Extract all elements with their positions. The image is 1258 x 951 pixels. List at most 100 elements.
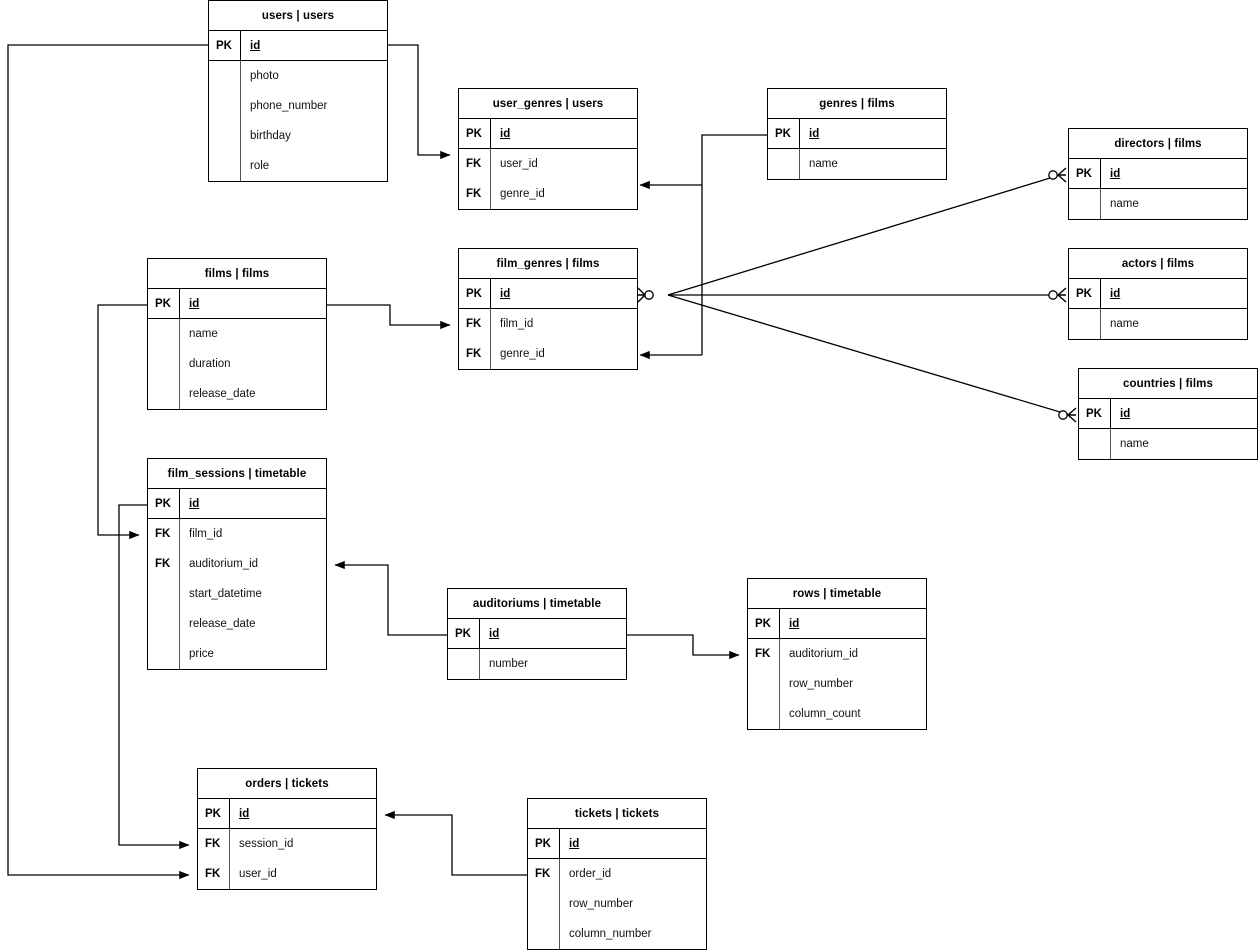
entity-title-users: users | users <box>209 1 387 31</box>
attribute-row[interactable]: release_date <box>148 609 326 639</box>
attribute-row[interactable]: name <box>1079 429 1257 459</box>
pk-badge-genres: PK <box>768 119 800 148</box>
pk-badge-actors: PK <box>1069 279 1101 308</box>
pk-attr-label-orders: id <box>239 807 250 820</box>
pk-attr-label-actors: id <box>1110 287 1121 300</box>
entity-title-genres: genres | films <box>768 89 946 119</box>
pk-attr-label-directors: id <box>1110 167 1121 180</box>
attribute-row[interactable]: number <box>448 649 626 679</box>
attribute-row[interactable]: duration <box>148 349 326 379</box>
pk-row-actors[interactable]: PK id <box>1069 279 1247 309</box>
key-badge <box>148 609 180 639</box>
attribute-label: name <box>1110 318 1139 330</box>
key-badge <box>1069 309 1101 339</box>
key-badge <box>448 649 480 679</box>
edge-films-film_sessions <box>97 304 147 540</box>
attribute-row[interactable]: role <box>209 151 387 181</box>
key-badge <box>148 639 180 669</box>
key-badge: FK <box>528 859 560 889</box>
pk-attr-label-user_genres: id <box>500 127 511 140</box>
key-badge <box>1069 189 1101 219</box>
attributes-directors: name <box>1069 189 1247 219</box>
attribute-label: session_id <box>239 838 294 850</box>
attribute-row[interactable]: birthday <box>209 121 387 151</box>
crowsfoot-film_genres-hub <box>637 287 654 303</box>
attribute-row[interactable]: photo <box>209 61 387 91</box>
edge-genres-bus <box>701 134 767 355</box>
attribute-row[interactable]: phone_number <box>209 91 387 121</box>
pk-attr-users: id <box>241 31 387 60</box>
attribute-row[interactable]: FK session_id <box>198 829 376 859</box>
pk-badge-film_genres: PK <box>459 279 491 308</box>
attribute-label: release_date <box>189 388 256 400</box>
key-badge <box>209 151 241 181</box>
attribute-row[interactable]: column_number <box>528 919 706 949</box>
key-badge: FK <box>198 829 230 859</box>
attribute-row[interactable]: row_number <box>748 669 926 699</box>
attribute-label: film_id <box>500 318 534 330</box>
attribute-label: name <box>189 328 218 340</box>
attribute-row[interactable]: column_count <box>748 699 926 729</box>
edge-tickets-orders <box>384 810 527 876</box>
pk-attr-label-rows: id <box>789 617 800 630</box>
key-badge <box>148 379 180 409</box>
attribute-row[interactable]: start_datetime <box>148 579 326 609</box>
attribute-label: auditorium_id <box>189 558 259 570</box>
attribute-row[interactable]: name <box>1069 189 1247 219</box>
key-badge: FK <box>198 859 230 889</box>
attribute-row[interactable]: release_date <box>148 379 326 409</box>
edge-films-film_genres <box>327 304 451 330</box>
attribute-label: number <box>489 658 528 670</box>
attribute-row[interactable]: name <box>148 319 326 349</box>
attribute-label: row_number <box>569 898 633 910</box>
attributes-countries: name <box>1079 429 1257 459</box>
attribute-row[interactable]: name <box>1069 309 1247 339</box>
attribute-row[interactable]: name <box>768 149 946 179</box>
attribute-label: film_id <box>189 528 223 540</box>
crowsfoot-actors <box>1048 287 1067 303</box>
attribute-row[interactable]: row_number <box>528 889 706 919</box>
pk-badge-tickets: PK <box>528 829 560 858</box>
attribute-row[interactable]: price <box>148 639 326 669</box>
entity-title-film_genres: film_genres | films <box>459 249 637 279</box>
entity-title-actors: actors | films <box>1069 249 1247 279</box>
key-badge <box>528 889 560 919</box>
